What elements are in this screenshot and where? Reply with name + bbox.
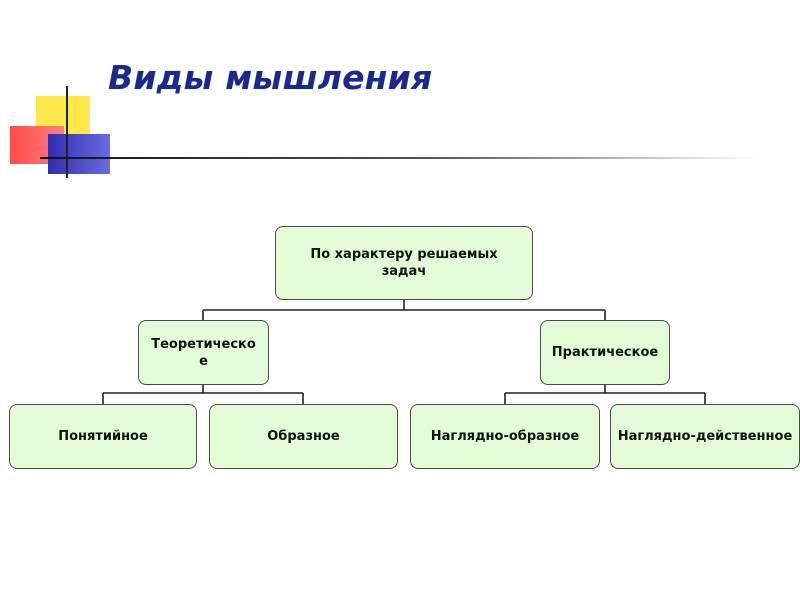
node-imaginative: Образное xyxy=(209,404,398,469)
slide-title: Виды мышления xyxy=(108,58,433,97)
node-imaginative-label: Образное xyxy=(267,429,340,444)
node-visual-imaginative: Наглядно-образное xyxy=(410,404,600,469)
node-visual-imaginative-label: Наглядно-образное xyxy=(430,429,580,444)
node-root: По характеру решаемых задач xyxy=(275,226,533,300)
node-root-label: По характеру решаемых задач xyxy=(310,247,498,279)
decor-blue-square xyxy=(48,134,110,174)
node-practical-label: Практическое xyxy=(551,345,659,360)
node-theoretical-label: Теоретическо е xyxy=(151,336,256,369)
node-visual-active: Наглядно-действенное xyxy=(610,404,800,469)
decor-vertical-line xyxy=(66,86,68,178)
node-theoretical: Теоретическо е xyxy=(138,320,269,385)
node-visual-active-label: Наглядно-действенное xyxy=(617,429,793,444)
node-practical: Практическое xyxy=(540,320,670,385)
title-underline xyxy=(40,157,760,159)
node-conceptual-label: Понятийное xyxy=(58,429,148,444)
node-conceptual: Понятийное xyxy=(9,404,197,469)
